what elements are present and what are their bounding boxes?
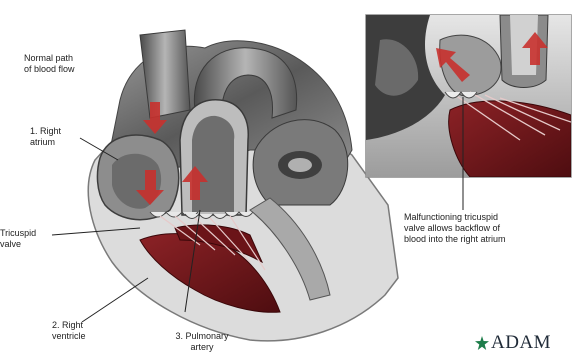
inset-zoom [366, 15, 571, 177]
malfunction-caption: Malfunctioning tricuspid valve allows ba… [404, 212, 506, 245]
label-tricuspid-valve: Tricuspid valve [0, 228, 36, 250]
adam-logo-text: ADAM [491, 332, 551, 354]
normal-path-title: Normal path of blood flow [24, 53, 75, 75]
left-valve-inner [288, 158, 312, 172]
label-right-ventricle: 2. Right ventricle [52, 320, 86, 342]
adam-logo: ADAM [475, 333, 551, 353]
adam-star-icon [475, 336, 489, 350]
label-right-atrium: 1. Right atrium [30, 126, 61, 148]
label-pulmonary-artery: 3. Pulmonary artery [162, 331, 242, 353]
